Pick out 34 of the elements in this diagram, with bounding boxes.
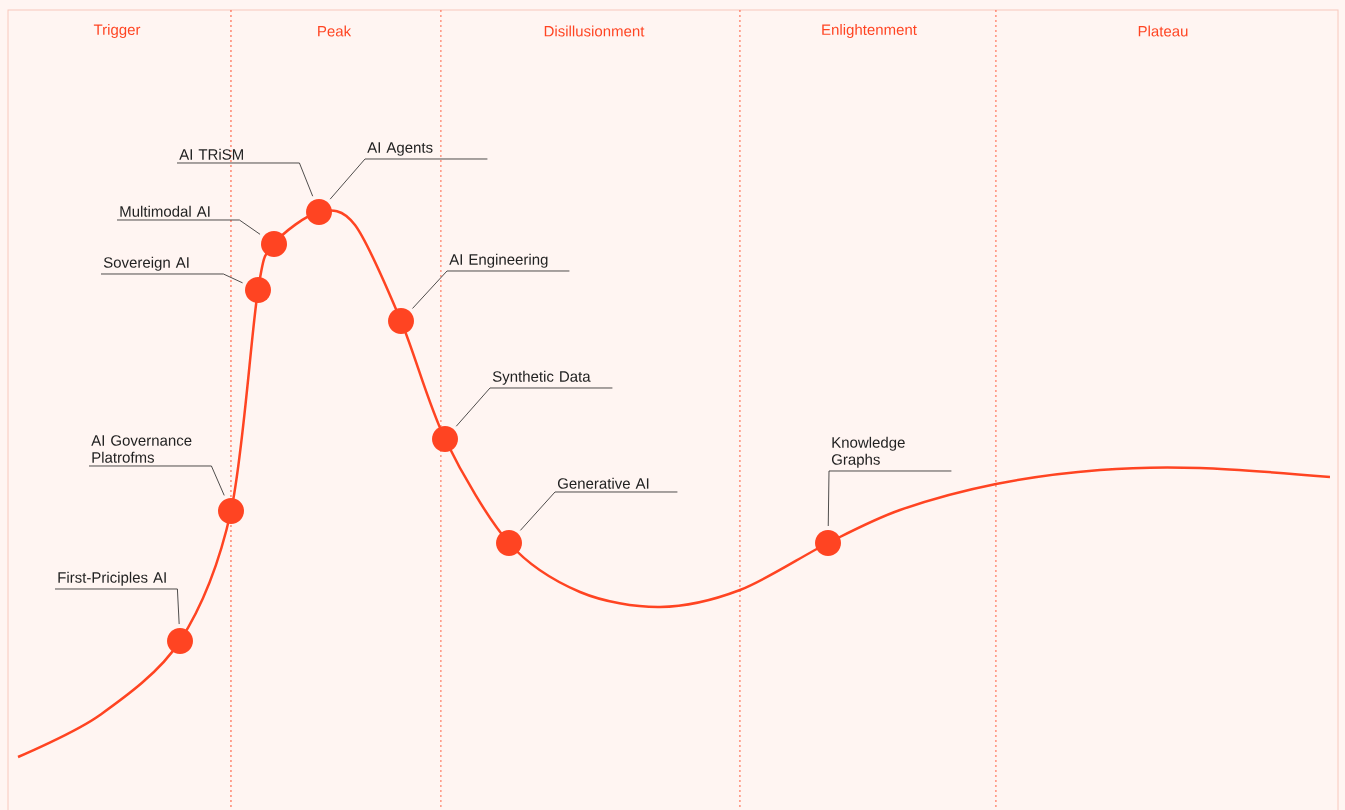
marker-dot [261, 231, 287, 257]
phase-label: Trigger [93, 24, 141, 38]
leader-line [176, 162, 314, 197]
phase-label: Peak [318, 25, 352, 37]
technology-label: Sovereign AI [103, 256, 189, 271]
technology-label: Multimodal AI [120, 205, 210, 217]
technology-label: Generative AI [557, 477, 649, 489]
phase-label: Disillusionment [544, 25, 645, 37]
leader-line [412, 270, 570, 309]
leader-line [329, 158, 488, 200]
technology-label: AI TRiSM [179, 148, 243, 160]
marker-dot [432, 426, 458, 452]
leader-line [54, 588, 180, 625]
technology-label: Knowledge Graphs [831, 436, 905, 468]
leader-line [88, 465, 225, 496]
marker-dot [388, 308, 414, 334]
marker-dot [815, 530, 841, 556]
leader-line [455, 387, 613, 427]
phase-label: Plateau [1138, 25, 1188, 37]
marker-dot [306, 199, 332, 225]
technology-label: Synthetic Data [492, 370, 591, 385]
phase-label: Enlightenment [822, 24, 917, 38]
leader-line [520, 491, 678, 531]
marker-dot [496, 530, 522, 556]
technology-label: AI Engineering [449, 253, 548, 268]
technology-label: AI Governance Platrofms [91, 435, 192, 463]
marker-dot [167, 628, 193, 654]
leader-line [116, 219, 261, 235]
technology-label: First-Priciples AI [58, 571, 166, 586]
leader-line [827, 470, 952, 527]
leader-line [100, 273, 243, 284]
technology-label: AI Agents [367, 142, 433, 156]
marker-dot [218, 498, 244, 524]
marker-dot [245, 277, 271, 303]
